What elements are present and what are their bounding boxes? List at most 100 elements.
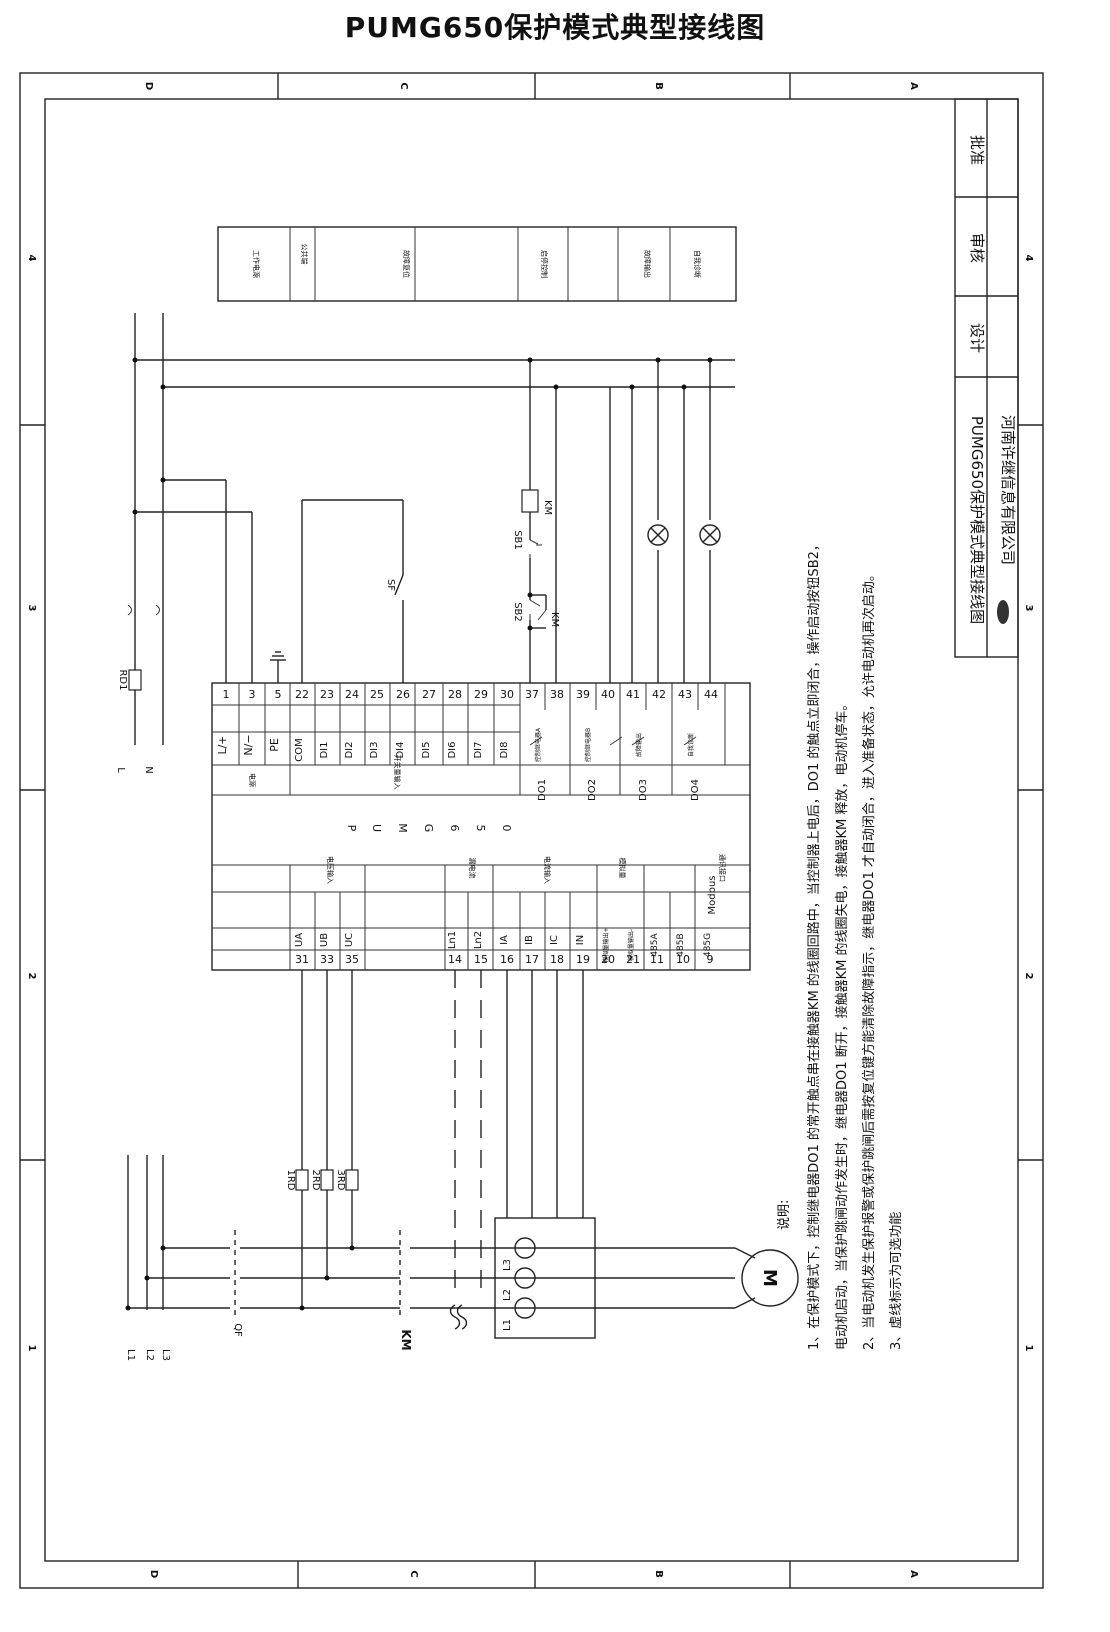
km-coil [521,489,539,513]
page-title: PUMG650保护模式典型接线图 [344,11,766,44]
outer-frame [19,72,1044,1589]
do-name: DO2 [587,779,598,801]
terminal-number: 21 [626,953,640,966]
contactor-label: KM [399,1329,413,1350]
terminal-label: Ln2 [473,931,484,949]
sb2-label: SB2 [512,602,523,622]
terminal-number: 29 [474,688,488,701]
function-label: 自我诊断 [693,250,702,278]
model-letter: 6 [448,825,461,832]
terminal-number: 22 [295,688,309,701]
terminal-number: 41 [626,688,640,701]
phase-label: L2 [144,1349,155,1361]
terminal-label: 485A [650,932,660,956]
company-logo-icon [997,600,1009,624]
terminal-number: 25 [370,688,384,701]
model-letter: P [345,825,358,832]
do-terminals: 37 38 39 40 41 42 43 44 控制继电器A 控制继电器B 故障… [525,683,718,801]
terminal-number: 14 [448,953,462,966]
terminal-number: 23 [320,688,334,701]
title-block: 批准 审核 设计 PUMG650保护模式典型接线图 河南许继信息有限公司 [954,98,1019,658]
group-label: 电源 [248,773,257,787]
terminal-number: 1 [223,688,230,701]
zone-number: 4 [1023,255,1034,262]
km-aux-label: KM [549,612,560,627]
lamp-icon [647,524,669,546]
group-label: 开关量输入 [393,755,402,790]
terminal-label: DI6 [447,741,458,758]
terminal-number: 5 [275,688,282,701]
terminal-label: UC [344,933,355,947]
ct-label: L3 [502,1259,513,1271]
ct-label: L2 [502,1289,513,1301]
terminal-number: 35 [345,953,359,966]
note-line: 1、在保护模式下，控制继电器DO1 的常开触点串在接触器KM 的线圈回路中，当控… [806,538,822,1350]
terminal-number: 39 [576,688,590,701]
terminal-label: DI4 [395,741,406,758]
fuse-rd1 [128,669,142,691]
model-letter: 0 [500,825,513,832]
notes: 说明: 1、在保护模式下，控制继电器DO1 的常开触点串在接触器KM 的线圈回路… [777,538,904,1350]
modbus-label: Modbus [707,876,718,915]
notes-title: 说明: [777,1200,792,1230]
zone-letter: C [408,1570,419,1577]
fuse-voltage [295,1169,359,1191]
terminal-number: 40 [601,688,615,701]
do-desc: 控制继电器A [534,727,542,762]
zone-number: 3 [1023,605,1034,612]
function-label: 故障复位 [402,250,411,278]
zone-letter: D [148,1570,159,1578]
function-label-table: 工作电源 公共端 故障复位 启停控制 故障输出 自我诊断 [217,226,737,302]
terminal-label: Ln1 [447,931,458,949]
device-body [211,682,751,971]
lamp-icon [699,524,721,546]
terminal-number: 10 [676,953,690,966]
zone-numbers-left: 4 3 2 1 [26,255,37,1352]
supply-wiring [134,313,735,745]
terminal-label: UB [319,933,330,947]
group-label: 电流输入 [543,856,552,884]
terminal-number: 24 [345,688,359,701]
group-label: 漏电流 [468,858,477,879]
model-letter: M [396,823,409,833]
km-coil-label: KM [542,500,553,515]
note-line: 2、当电动机发生保护报警或保护跳闸后需按复位键方能清除故障指示，继电器DO1 才… [861,568,877,1350]
zone-letter: A [908,1570,919,1578]
terminal-label: DI3 [369,741,380,758]
sb1-label: SB1 [512,530,523,550]
terminal-label: N/− [242,734,255,755]
terminal-number: 37 [525,688,539,701]
terminal-number: 19 [576,953,590,966]
terminal-label: IA [499,935,510,945]
sf-label: SF [385,579,396,591]
terminal-number: 44 [704,688,718,701]
function-label: 公共端 [300,244,309,265]
zone-letter: C [398,82,409,89]
terminal-number: 28 [448,688,462,701]
ct-icon [514,1237,536,1319]
fuse-3rd-label: 3RD [335,1169,346,1190]
do-desc: 控制继电器B [584,728,592,762]
drawing-name: PUMG650保护模式典型接线图 [968,416,986,624]
phase-wiring [127,970,735,1310]
terminal-label: DI8 [499,741,510,758]
zone-dividers [20,73,1043,1588]
do-name: DO1 [537,779,548,801]
fuse-rd1-label: RD1 [117,669,128,690]
zone-letters-top: D C B A [143,82,919,90]
zone-numbers-right: 4 3 2 1 [1023,255,1034,1352]
terminal-number: 26 [396,688,410,701]
model-name: P U M G 6 5 0 [345,823,513,833]
terminal-label: 485G [703,933,713,957]
terminal-label: DI1 [319,741,330,758]
ct-label: L1 [502,1319,513,1331]
terminal-label: DI5 [421,741,432,758]
terminal-number: 20 [601,953,615,966]
zone-number: 1 [26,1345,37,1352]
zone-number: 4 [26,255,37,262]
function-label: 故障输出 [643,250,652,278]
model-letter: 5 [474,825,487,832]
zone-letter: D [143,82,154,90]
inner-frame [44,98,1019,1562]
